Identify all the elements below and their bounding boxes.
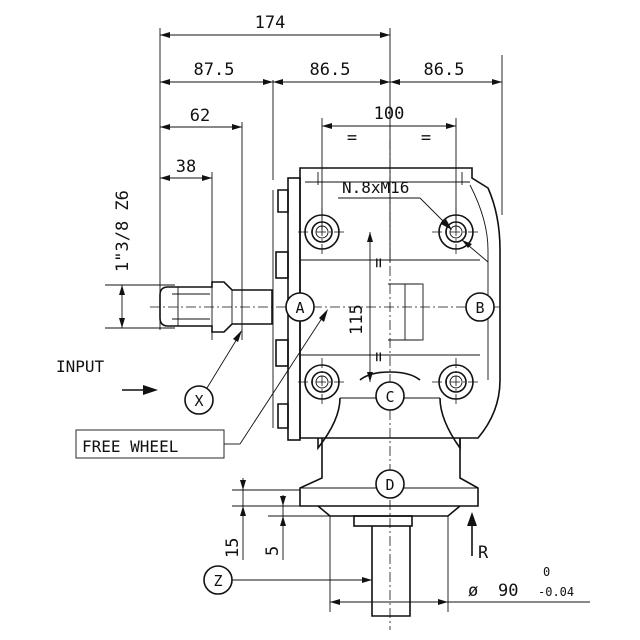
diameter-value: 90 [498, 581, 518, 601]
free-wheel-callout: FREE WHEEL [75, 309, 328, 459]
r-arrow: R [467, 512, 489, 563]
dim-mid-span: 86.5 [310, 60, 351, 80]
equal-mark-lower: = [369, 352, 389, 362]
input-label: INPUT [56, 357, 105, 376]
top-dimensions: 174 87.5 86.5 86.5 100 = = 62 38 [159, 13, 503, 340]
dim-left-span: 87.5 [194, 60, 235, 80]
bubble-d: D [385, 476, 394, 494]
tolerance-lower: -0.04 [538, 585, 574, 599]
dim-right-span: 86.5 [424, 60, 465, 80]
equal-mark-right: = [421, 128, 431, 148]
bubble-c: C [385, 388, 394, 406]
flange-dimensions: 15 5 [223, 478, 330, 560]
diameter-symbol: ø [468, 581, 478, 601]
equal-mark-upper: = [369, 258, 389, 268]
spline-dimension: 1"3/8 Z6 [105, 190, 175, 329]
diameter-dimension: ø 90 0 -0.04 [329, 516, 590, 612]
dim-shaft-38: 38 [176, 157, 196, 177]
bolt-hole-top-right [432, 208, 480, 256]
dim-bolt-pitch: 100 [374, 104, 405, 124]
dim-overall-width: 174 [255, 13, 286, 33]
bubble-z-group: Z [203, 565, 372, 595]
equal-mark-left: = [347, 128, 357, 148]
input-shaft [150, 281, 500, 333]
bolt-callout: N.8xM16 [338, 178, 489, 263]
dim-flange-5: 5 [263, 546, 283, 556]
bubble-z: Z [213, 572, 222, 590]
bolt-hole-top-left [298, 208, 346, 256]
bolt-holes [298, 208, 480, 406]
gearbox-body [272, 167, 501, 451]
height-dimension: 115 = = [347, 232, 389, 382]
r-label: R [478, 543, 489, 563]
dim-flange-15: 15 [223, 538, 243, 558]
free-wheel-label: FREE WHEEL [82, 437, 178, 456]
tolerance-upper: 0 [543, 565, 550, 579]
dim-height-115: 115 [347, 304, 367, 335]
reference-bubbles: A B C D [285, 292, 495, 499]
bubble-b: B [475, 299, 484, 317]
bubble-x-group: X [184, 330, 242, 415]
bolt-spec: N.8xM16 [342, 178, 409, 197]
bolt-hole-bottom-right [432, 358, 480, 406]
dim-shaft-62: 62 [190, 106, 210, 126]
bubble-x: X [194, 392, 203, 410]
spline-spec: 1"3/8 Z6 [113, 190, 133, 272]
bolt-hole-bottom-left [298, 358, 346, 406]
bubble-a: A [295, 299, 304, 317]
input-indicator: INPUT [56, 357, 158, 395]
